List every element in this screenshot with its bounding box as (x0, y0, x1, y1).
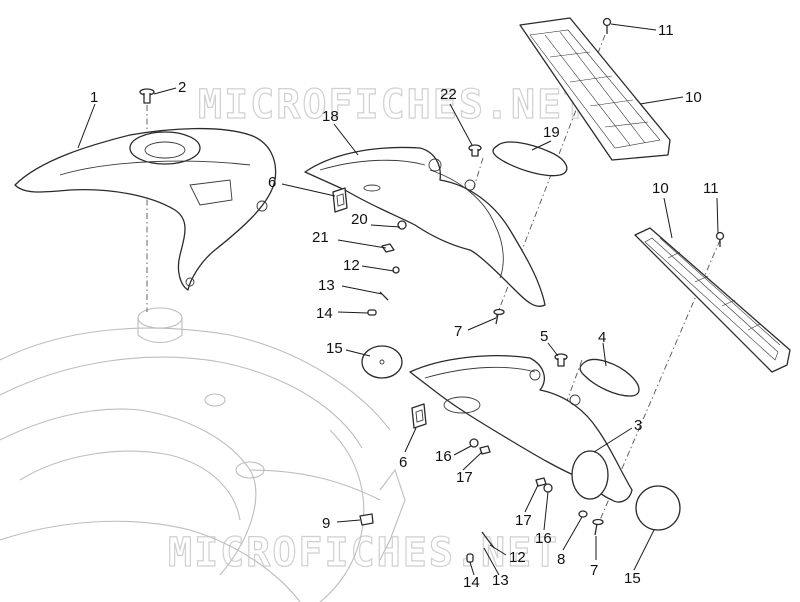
callout-14-lower: 14 (463, 574, 480, 591)
callout-13-upper: 13 (318, 277, 335, 294)
callout-6-upper: 6 (268, 174, 276, 191)
callout-18: 18 (322, 108, 339, 125)
callout-13-lower: 13 (492, 572, 509, 589)
callout-labels: 1 2 3 4 5 6 6 7 7 8 9 10 10 11 11 12 12 … (90, 22, 719, 591)
part-license-plate-holder-top (519, 17, 671, 161)
part-screw-11-bottom (715, 231, 725, 247)
watermark-bottom: MICROFICHES.NET (168, 530, 559, 576)
watermark-top: MICROFICHES.NET (198, 82, 589, 128)
part-screw-2 (139, 88, 155, 104)
part-reflector-19 (492, 141, 568, 177)
part-washer-8 (578, 510, 588, 518)
part-lens-15-upper (361, 345, 403, 379)
part-bracket-9 (359, 513, 374, 526)
callout-8: 8 (557, 551, 565, 568)
part-license-plate-holder-bottom (634, 227, 791, 373)
callout-22: 22 (440, 86, 457, 103)
part-lens-15-lower (635, 485, 681, 531)
callout-16-a: 16 (435, 448, 452, 465)
part-screw-7-upper (493, 308, 505, 325)
callout-12-upper: 12 (343, 257, 360, 274)
part-screw-7-lower (592, 518, 604, 536)
part-washer-20 (397, 220, 407, 230)
callout-17-a: 17 (456, 469, 473, 486)
callout-16-b: 16 (535, 530, 552, 547)
part-rear-mudguard-upper (304, 146, 546, 307)
callout-9: 9 (322, 515, 330, 532)
callout-2: 2 (178, 79, 186, 96)
callout-10-top: 10 (685, 89, 702, 106)
callout-11-top: 11 (658, 22, 674, 39)
part-rear-mudguard-lower (409, 355, 633, 503)
callout-11-bottom: 11 (703, 180, 719, 197)
callout-21: 21 (312, 229, 329, 246)
callout-15-upper: 15 (326, 340, 343, 357)
scooter-frame (0, 307, 406, 602)
callout-12-lower: 12 (509, 549, 526, 566)
callout-20: 20 (351, 211, 368, 228)
part-screw-5 (554, 353, 568, 367)
part-rear-upper-cover (14, 127, 277, 291)
part-washer-16-lower-b (543, 483, 553, 493)
part-screw-22 (468, 144, 482, 157)
part-screw-11-top (602, 17, 612, 34)
part-washer-16-lower-a (469, 438, 479, 448)
callout-3: 3 (634, 417, 642, 434)
callout-4: 4 (598, 329, 606, 346)
part-washer-12-upper (392, 266, 400, 274)
part-spring-13-lower (481, 531, 495, 549)
part-clip-6-upper (332, 187, 348, 213)
part-clip-6-lower (411, 403, 427, 429)
part-nut-17-lower-b (535, 477, 547, 487)
callout-6-lower: 6 (399, 454, 407, 471)
part-bulb-14-upper (367, 309, 377, 316)
callout-7-lower: 7 (590, 562, 598, 579)
part-nut-21 (381, 243, 395, 253)
part-spring-13-upper (379, 291, 389, 301)
callout-14-upper: 14 (316, 305, 333, 322)
callout-19: 19 (543, 124, 560, 141)
part-bulb-14-lower (466, 553, 474, 563)
callout-5: 5 (540, 328, 548, 345)
leader-lines (77, 23, 719, 576)
callout-10-bottom: 10 (652, 180, 669, 197)
callout-1: 1 (90, 89, 98, 106)
callout-15-lower: 15 (624, 570, 641, 587)
part-reflector-4 (579, 358, 640, 397)
callout-17-b: 17 (515, 512, 532, 529)
callout-7-upper: 7 (454, 323, 462, 340)
